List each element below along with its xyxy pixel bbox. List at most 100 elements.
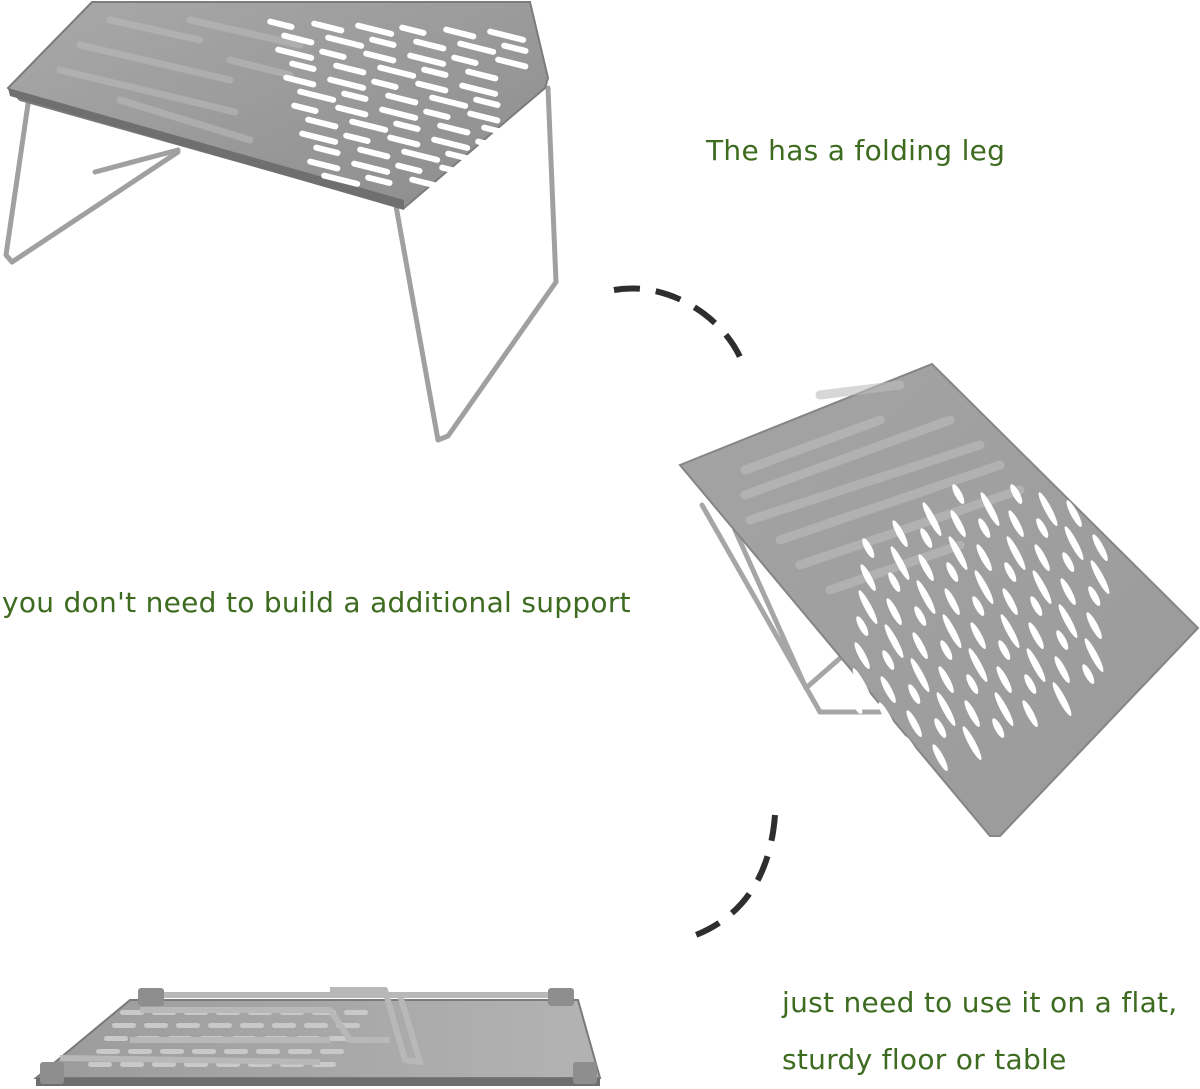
caption-flat-floor-line2: sturdy floor or table — [782, 1043, 1067, 1076]
slot — [487, 28, 527, 43]
slot — [994, 692, 1014, 726]
slot — [457, 40, 497, 55]
slot — [1052, 682, 1072, 716]
slot — [1022, 700, 1038, 727]
slot — [409, 176, 443, 190]
tilted-grill-slots — [842, 482, 1116, 825]
slot — [1088, 586, 1101, 606]
slot — [888, 572, 901, 592]
slot — [890, 546, 910, 580]
slot — [297, 88, 337, 103]
slot — [876, 728, 889, 748]
slot — [256, 1049, 280, 1054]
slot — [385, 92, 419, 106]
slot — [1006, 536, 1026, 570]
slot — [942, 614, 962, 648]
slot — [473, 96, 501, 108]
slot — [1002, 588, 1018, 615]
slot — [874, 754, 890, 781]
slot — [944, 588, 960, 615]
slot — [320, 1049, 344, 1054]
slot — [439, 164, 473, 178]
slot — [335, 104, 369, 118]
slot — [475, 138, 503, 150]
slot — [1096, 482, 1116, 516]
slot — [357, 146, 391, 160]
slot — [120, 1010, 144, 1015]
slot — [304, 1023, 328, 1028]
slot — [501, 42, 529, 54]
slot — [1058, 604, 1078, 638]
slot — [1032, 570, 1052, 604]
slot — [970, 622, 986, 649]
slot — [1030, 596, 1043, 616]
dashed-arc-lower — [687, 814, 778, 941]
slot — [882, 650, 895, 670]
slot — [128, 1049, 152, 1054]
slot — [950, 510, 966, 537]
slot — [852, 668, 872, 702]
slot — [395, 162, 423, 174]
slot — [964, 700, 980, 727]
slot — [1026, 648, 1046, 682]
slot — [399, 24, 427, 36]
table-open-on-legs — [3, 1, 559, 443]
caption-no-support: you don't need to build a additional sup… — [2, 586, 631, 619]
slot — [902, 762, 915, 782]
slot — [365, 174, 393, 186]
hinge-brackets — [40, 988, 597, 1084]
slot — [918, 554, 934, 581]
slot — [281, 32, 315, 46]
grill-slots — [267, 18, 529, 193]
slot — [88, 1062, 112, 1067]
slot — [160, 1049, 184, 1054]
slot — [465, 68, 499, 82]
table-tilted-on-folding-leg — [678, 362, 1200, 837]
slot — [1066, 500, 1082, 527]
slot — [844, 772, 857, 792]
slot — [1094, 508, 1107, 528]
slot — [1008, 510, 1024, 537]
slot — [892, 520, 908, 547]
slot — [272, 1023, 296, 1028]
slot — [1028, 622, 1044, 649]
slot — [283, 74, 317, 88]
slot — [940, 640, 953, 660]
slot — [423, 108, 451, 120]
slot — [120, 1062, 144, 1067]
slot — [305, 116, 339, 130]
slot — [1092, 534, 1108, 561]
slot — [884, 624, 904, 658]
slot — [387, 134, 421, 148]
slot — [401, 148, 441, 163]
slot — [952, 484, 965, 504]
slot — [453, 178, 493, 193]
slot — [848, 720, 864, 747]
slot — [459, 82, 499, 97]
slot — [421, 66, 449, 78]
slot — [922, 502, 942, 536]
slot — [916, 580, 936, 614]
slot — [443, 26, 477, 40]
slot — [858, 590, 878, 624]
slot — [1064, 526, 1084, 560]
tilted-plate — [678, 362, 1200, 837]
slot — [451, 54, 479, 66]
slot — [1000, 614, 1020, 648]
slot — [860, 564, 876, 591]
slot — [846, 746, 866, 780]
slot — [974, 570, 994, 604]
slot — [878, 702, 898, 736]
slot — [908, 684, 921, 704]
slot — [1060, 578, 1076, 605]
slot — [355, 22, 395, 37]
slot — [413, 38, 447, 52]
slot — [343, 132, 371, 144]
slot — [872, 780, 892, 814]
slot — [1056, 630, 1069, 650]
slot — [914, 606, 927, 626]
caption-folding-leg: The has a folding leg — [706, 134, 1006, 167]
slot — [431, 136, 471, 151]
slot — [850, 694, 863, 714]
